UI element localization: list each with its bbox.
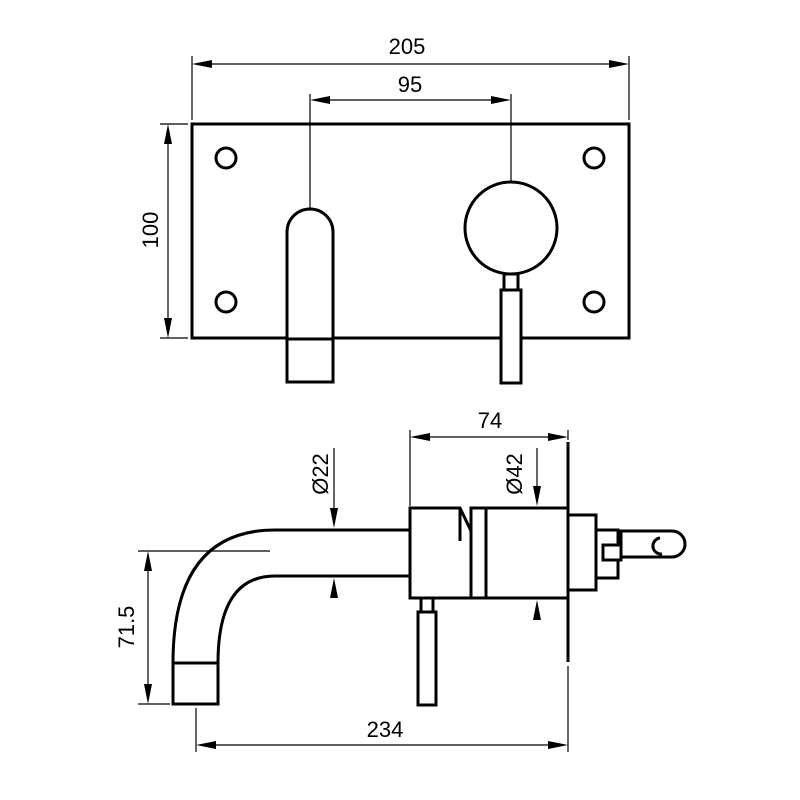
- dimension-234-label: 234: [367, 717, 404, 742]
- wall-plate: [190, 122, 631, 340]
- dimension-100-label: 100: [138, 212, 163, 249]
- dimension-d22-label: Ø22: [308, 453, 333, 495]
- dimension-body-diameter: Ø42: [502, 448, 541, 620]
- handle-lever-front: [499, 288, 523, 385]
- rear-fitting-connector: [601, 543, 623, 562]
- dimension-d42-label: Ø42: [502, 453, 527, 495]
- spout-front: [285, 207, 335, 384]
- screw-hole-bottom-left: [214, 290, 238, 314]
- dimension-total-length: 234: [195, 666, 569, 752]
- dimension-spout-drop: 71.5: [114, 550, 270, 705]
- rear-fitting-flange: [566, 513, 598, 592]
- dimension-body-length: 74: [409, 408, 569, 506]
- dimension-spout-diameter: Ø22: [308, 448, 338, 598]
- front-view: 205 95 100: [138, 34, 631, 385]
- rear-fitting-tip-detail: [651, 536, 663, 556]
- spout-side: [171, 528, 410, 706]
- handle-knob-front: [463, 180, 559, 276]
- dimension-plate-height: 100: [138, 123, 188, 339]
- dimension-plate-width: 205: [191, 34, 630, 120]
- handle-lever-side: [416, 610, 438, 707]
- side-view: 74 Ø22 Ø42 71.5: [114, 408, 687, 752]
- handle-neck-side: [419, 596, 435, 614]
- mixer-body-cap: [408, 506, 473, 600]
- dimension-205-label: 205: [389, 34, 426, 59]
- dimension-74-label: 74: [478, 408, 502, 433]
- screw-hole-top-left: [214, 146, 238, 170]
- dimension-handle-spacing: 95: [309, 72, 512, 209]
- handle-neck-front: [502, 272, 520, 292]
- screw-hole-top-right: [582, 146, 606, 170]
- screw-hole-bottom-right: [582, 290, 606, 314]
- dimension-71-5-label: 71.5: [114, 606, 139, 649]
- dimension-95-label: 95: [398, 72, 422, 97]
